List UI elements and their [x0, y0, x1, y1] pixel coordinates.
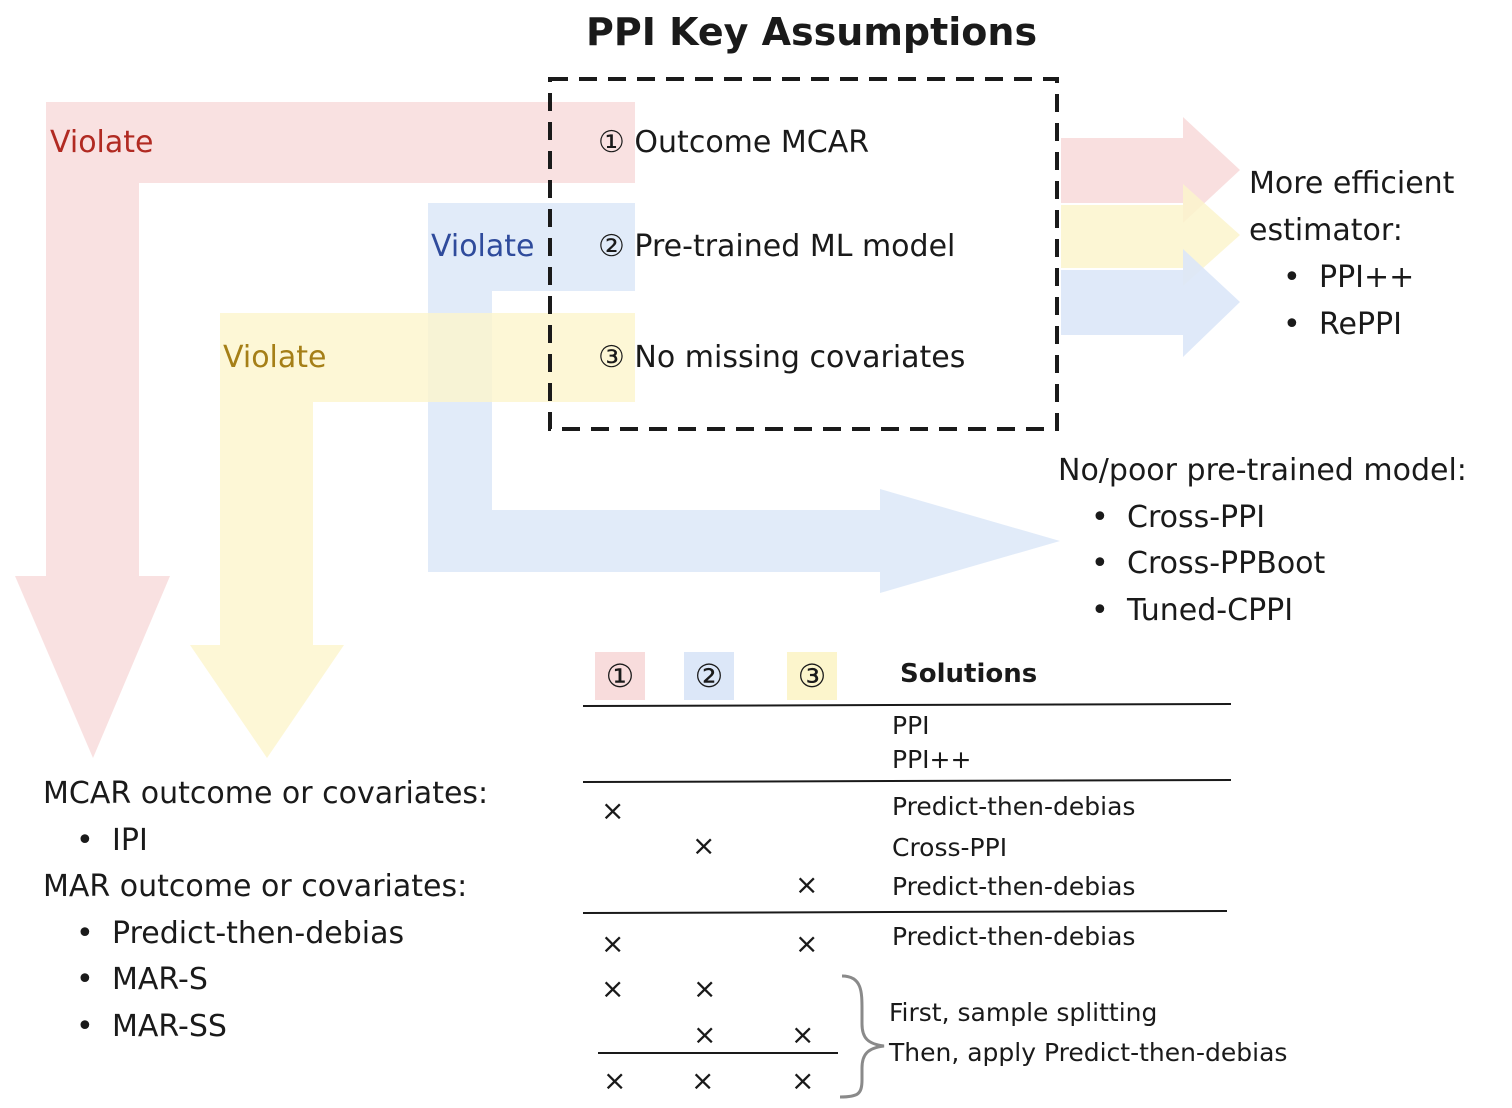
table-mark: × [693, 1018, 717, 1051]
table-mark: × [791, 1064, 815, 1097]
table-solution: Predict-then-debias [892, 792, 1136, 821]
table-mark: × [603, 1064, 627, 1097]
list-item: •MAR-S [76, 962, 208, 997]
table-header-assumption-2: ② [684, 652, 734, 700]
list-item: •Predict-then-debias [76, 916, 405, 951]
table-mark: × [795, 927, 819, 960]
table-rule-1 [582, 779, 1232, 783]
table-mark: × [795, 868, 819, 901]
blue-violate-arrow [428, 203, 1060, 593]
efficient-heading-line1: More efficient [1249, 166, 1455, 201]
solutions-brace [839, 974, 885, 1099]
violate-label-red: Violate [50, 125, 154, 160]
table-solution: Cross-PPI [892, 833, 1008, 862]
red-violate-arrow [15, 102, 635, 758]
assumptions-box [548, 77, 1059, 431]
list-item: •PPI++ [1283, 260, 1415, 295]
diagram-title: PPI Key Assumptions [586, 10, 1038, 54]
table-header-assumption-3: ③ [787, 652, 837, 700]
brace-text-line2: Then, apply Predict-then-debias [889, 1038, 1288, 1067]
pretrained-heading: No/poor pre-trained model: [1058, 453, 1467, 488]
violate-label-blue: Violate [431, 229, 535, 264]
mar-heading: MAR outcome or covariates: [43, 869, 468, 904]
table-rule-top [582, 703, 1232, 707]
table-rule-2 [582, 910, 1228, 914]
table-mark: × [691, 1064, 715, 1097]
list-item: •Cross-PPBoot [1091, 546, 1326, 581]
blue-efficient-arrow [1061, 249, 1240, 357]
table-mark: × [692, 829, 716, 862]
table-mark: × [601, 972, 625, 1005]
table-mark: × [601, 794, 625, 827]
assumption-outcome-mcar: ① Outcome MCAR [598, 125, 870, 160]
table-header-assumption-1: ① [595, 652, 645, 700]
table-mark: × [791, 1018, 815, 1051]
violate-label-yellow: Violate [223, 340, 327, 375]
table-solution: Predict-then-debias [892, 872, 1136, 901]
efficient-heading-line2: estimator: [1249, 213, 1403, 248]
list-item: •MAR-SS [76, 1009, 227, 1044]
list-item: •Cross-PPI [1091, 500, 1266, 535]
list-item: •RePPI [1283, 307, 1402, 342]
table-solution: PPI [892, 711, 930, 740]
assumption-pretrained-model: ② Pre-trained ML model [598, 229, 956, 264]
table-mark: × [693, 972, 717, 1005]
list-item: •IPI [76, 823, 148, 858]
yellow-violate-arrow [190, 313, 635, 758]
mcar-heading: MCAR outcome or covariates: [43, 776, 489, 811]
assumption-no-missing-covariates: ③ No missing covariates [598, 340, 966, 375]
table-solution: PPI++ [892, 745, 972, 774]
brace-text-line1: First, sample splitting [889, 998, 1158, 1027]
table-header-solutions: Solutions [900, 659, 1038, 689]
table-mark: × [601, 927, 625, 960]
table-solution: Predict-then-debias [892, 922, 1136, 951]
list-item: •Tuned-CPPI [1091, 593, 1294, 628]
